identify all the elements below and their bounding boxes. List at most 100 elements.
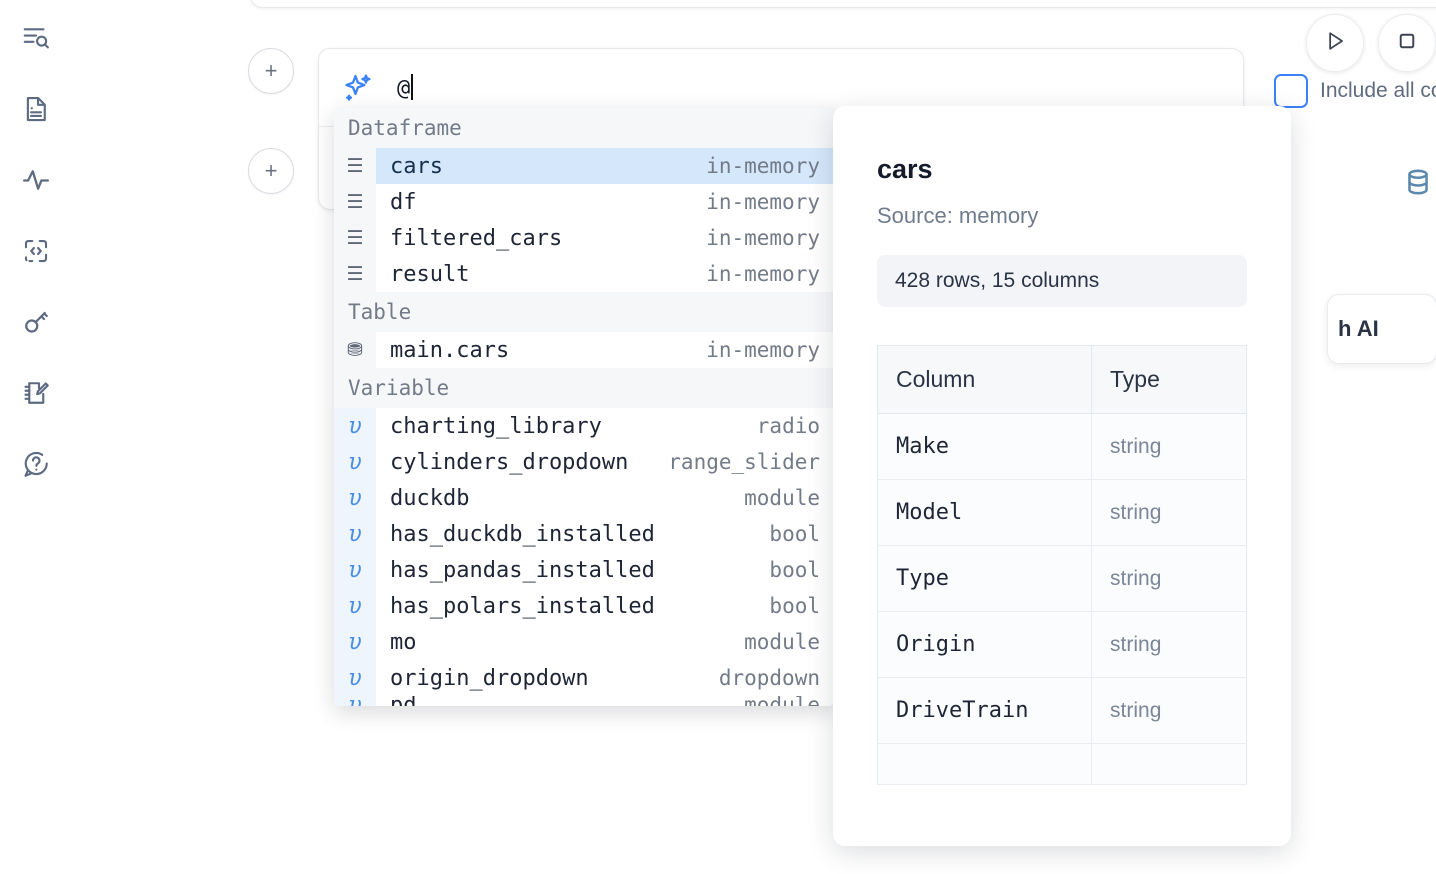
autocomplete-item-label: duckdb	[390, 485, 470, 511]
autocomplete-item-label: has_polars_installed	[390, 593, 655, 619]
autocomplete-item[interactable]: υ has_polars_installed bool	[334, 588, 834, 624]
preview-source: Source: memory	[877, 203, 1039, 228]
cell-output-tools: M	[1402, 166, 1436, 203]
autocomplete-item-label: mo	[390, 629, 417, 655]
run-cell-button[interactable]	[1306, 14, 1364, 72]
previous-cell-shell	[250, 0, 1436, 8]
autocomplete-item-meta: in-memory	[706, 338, 820, 362]
include-all-code-checkbox[interactable]	[1274, 74, 1308, 108]
autocomplete-item-meta: module	[744, 486, 820, 510]
variable-icon: υ	[334, 552, 376, 588]
include-all-code-label: Include all code	[1320, 79, 1436, 102]
autocomplete-item-meta: module	[744, 696, 834, 706]
explorer-search-icon	[21, 23, 51, 53]
autocomplete-item-label: result	[390, 261, 470, 287]
preview-title: cars	[877, 154, 933, 184]
autocomplete-item-label: pd	[376, 696, 744, 706]
autocomplete-item-meta: bool	[769, 558, 820, 582]
notebook-pencil-icon	[21, 378, 51, 408]
text-caret	[411, 74, 414, 100]
generate-with-ai-card[interactable]: h AI	[1327, 294, 1436, 364]
autocomplete-item-label: origin_dropdown	[390, 665, 589, 691]
autocomplete-item-meta: radio	[756, 414, 820, 438]
ai-prompt-value: @	[397, 76, 411, 101]
stop-square-icon	[1394, 28, 1420, 59]
variable-icon: υ	[334, 696, 376, 706]
autocomplete-item-meta: bool	[769, 594, 820, 618]
dataframe-icon: ☰	[334, 220, 376, 256]
autocomplete-item[interactable]: υpdmodule	[334, 696, 834, 706]
add-cell-below-button[interactable]: +	[248, 148, 294, 194]
dataframe-icon: ☰	[334, 256, 376, 292]
sidebar-item-activity[interactable]	[14, 158, 58, 202]
stop-cell-button[interactable]	[1378, 14, 1436, 72]
cell-run-controls	[1306, 14, 1436, 72]
autocomplete-item-label: has_duckdb_installed	[390, 521, 655, 547]
sidebar-item-snippets[interactable]	[14, 229, 58, 273]
play-icon	[1322, 28, 1348, 59]
autocomplete-item-meta: range_slider	[668, 450, 820, 474]
activity-icon	[21, 165, 51, 195]
column-header-column: Column	[877, 345, 1093, 414]
autocomplete-item-meta: in-memory	[706, 262, 820, 286]
variable-icon: υ	[334, 624, 376, 660]
schema-column-name: Model	[877, 479, 1093, 546]
schema-column-name	[877, 743, 1093, 785]
autocomplete-item-label: charting_library	[390, 413, 602, 439]
document-icon	[21, 94, 51, 124]
autocomplete-item[interactable]: υ charting_library radio	[334, 408, 834, 444]
schema-column-name: DriveTrain	[877, 677, 1093, 744]
autocomplete-item-label: filtered_cars	[390, 225, 563, 251]
plus-icon: +	[264, 158, 278, 183]
code-brackets-icon	[21, 236, 51, 266]
table-row	[877, 743, 1247, 785]
add-cell-above-button[interactable]: +	[248, 48, 294, 94]
autocomplete-item-meta: module	[744, 630, 820, 654]
autocomplete-item-label: has_pandas_installed	[390, 557, 655, 583]
sparkle-icon	[341, 71, 375, 105]
include-all-code-toggle[interactable]: Include all code	[1274, 74, 1436, 108]
schema-column-type	[1091, 743, 1247, 785]
sidebar-item-notebook[interactable]	[14, 87, 58, 131]
sidebar-item-secrets[interactable]	[14, 300, 58, 344]
variable-icon: υ	[334, 516, 376, 552]
database-icon[interactable]	[1402, 166, 1434, 203]
autocomplete-item-label: cars	[390, 153, 443, 179]
autocomplete-item-label: df	[390, 189, 417, 215]
ai-prompt-input[interactable]: @	[397, 74, 414, 101]
schema-column-type: string	[1091, 611, 1247, 678]
schema-column-type: string	[1091, 677, 1247, 744]
autocomplete-item-meta: in-memory	[706, 154, 820, 178]
sidebar-item-help[interactable]	[14, 442, 58, 486]
sidebar-item-scratchpad[interactable]	[14, 371, 58, 415]
table-header-row: Column Type	[877, 345, 1247, 414]
variable-icon: υ	[334, 588, 376, 624]
variable-icon: υ	[334, 660, 376, 696]
help-chat-icon	[21, 449, 51, 479]
schema-column-type: string	[1091, 413, 1247, 480]
schema-column-name: Origin	[877, 611, 1093, 678]
left-sidebar-rail	[0, 0, 72, 874]
variable-icon: υ	[334, 480, 376, 516]
schema-column-name: Type	[877, 545, 1093, 612]
autocomplete-item[interactable]: ☰ result in-memory	[334, 256, 834, 292]
variable-icon: υ	[334, 408, 376, 444]
autocomplete-group-label: Variable	[334, 368, 834, 408]
autocomplete-item[interactable]: υ has_pandas_installed bool	[334, 552, 834, 588]
sidebar-item-explorer[interactable]	[14, 16, 58, 60]
